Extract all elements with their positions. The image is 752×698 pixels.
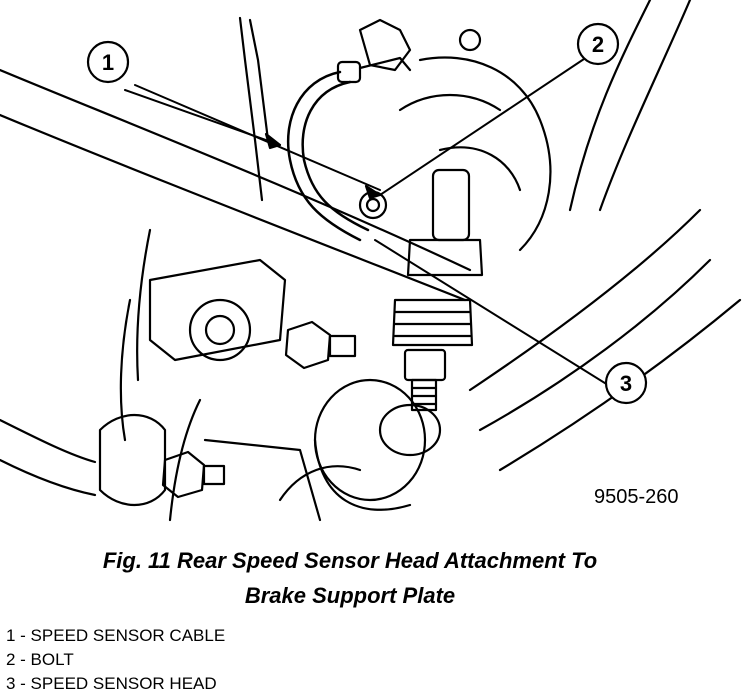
callout-1-number: 1 [102,50,114,75]
figure-caption-line-2: Brake Support Plate [244,583,456,608]
mount-bracket [98,258,287,507]
arrowhead-1 [264,132,282,150]
lower-bushing [313,378,442,511]
caliper-housing [358,18,552,252]
callout-3-number: 3 [620,371,632,396]
callout-3: 3 [604,361,648,405]
speed-sensor-cable [286,56,412,242]
mounting-nuts [161,320,357,499]
leader-lines [124,54,609,386]
background-frame [119,16,362,522]
figure-code: 9505-260 [594,486,679,508]
legend: 1 - SPEED SENSOR CABLE 2 - BOLT 3 - SPEE… [6,624,225,696]
callout-2: 2 [576,22,620,66]
technical-illustration: 1 2 3 [0,0,742,522]
speed-sensor-head-drawing [391,168,484,412]
arrowhead-2 [364,184,382,200]
legend-item: 3 - SPEED SENSOR HEAD [6,674,217,693]
legend-item: 1 - SPEED SENSOR CABLE [6,626,226,645]
figure-caption-line-1: Fig. 11 Rear Speed Sensor Head Attachmen… [102,548,598,573]
callout-2-number: 2 [592,32,604,57]
callout-1: 1 [86,40,130,84]
legend-item: 2 - BOLT [6,650,74,669]
